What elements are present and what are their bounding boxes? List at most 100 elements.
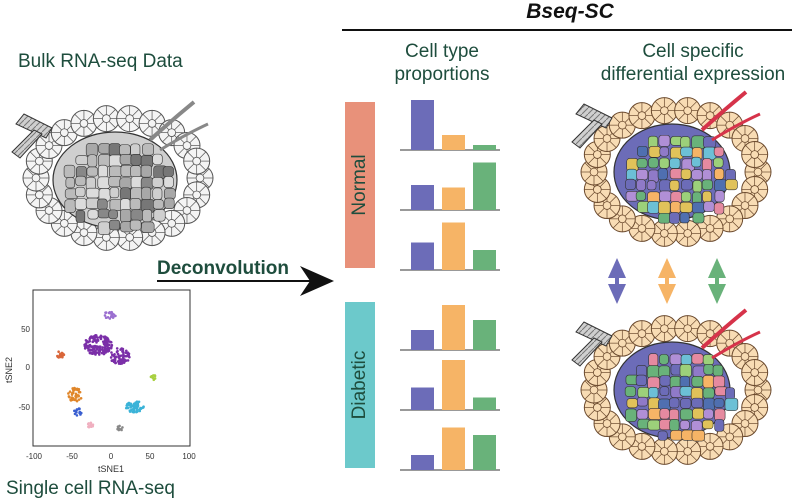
tsne-point	[87, 340, 91, 343]
islet-cell	[658, 201, 671, 215]
islet-cell	[680, 354, 692, 366]
islet-cell	[679, 201, 693, 213]
tsne-point	[117, 356, 121, 360]
arrow-shaft	[615, 278, 619, 284]
islet-cell	[130, 165, 142, 178]
islet-cell	[712, 375, 726, 388]
vessel-line	[159, 122, 209, 152]
blood-vessel	[148, 100, 209, 152]
acinus-core	[602, 352, 612, 361]
tsne-point	[75, 414, 79, 417]
islet-cell	[163, 188, 176, 200]
proportion-bar	[473, 320, 496, 350]
islet-cell	[63, 164, 76, 178]
islet-cell	[702, 387, 715, 399]
single-cell-label: Single cell RNA-seq	[6, 478, 175, 499]
tsne-point	[71, 387, 75, 391]
acinus-core	[125, 114, 134, 123]
tsne-point	[69, 399, 73, 402]
tsne-point	[109, 346, 113, 350]
islet-cell	[141, 221, 155, 233]
csde-label-line2: differential expression	[600, 64, 786, 85]
islet-cell	[714, 419, 725, 432]
islet-cell	[97, 164, 108, 179]
acinus-core	[35, 156, 44, 166]
tsne-point	[119, 354, 123, 357]
islet-cell	[153, 209, 166, 222]
islet-cell	[109, 219, 121, 231]
tsne-point	[101, 346, 105, 349]
islet-cell	[681, 179, 693, 191]
islet-cell	[691, 135, 705, 150]
tsne-point	[91, 340, 95, 344]
acinus-core	[705, 111, 715, 120]
duct-branch	[571, 337, 603, 367]
tsne-point	[121, 356, 125, 359]
islet-cell	[97, 176, 111, 189]
tsne-point	[153, 377, 157, 380]
acinus-core	[725, 214, 734, 224]
proportion-bar	[411, 242, 434, 270]
islet-cell	[702, 375, 715, 389]
acinus-core	[750, 403, 759, 412]
acinus-core	[31, 173, 41, 183]
islet-cell	[692, 212, 705, 224]
duct-body	[575, 321, 613, 347]
deconvolution-label: Deconvolution	[157, 258, 289, 279]
double-arrow	[658, 258, 676, 304]
cell-type-proportions-label: Cell type proportions	[384, 40, 500, 86]
islet-cell	[659, 179, 672, 192]
islet-cell	[636, 158, 648, 169]
tsne-point	[117, 428, 121, 432]
tsne-point	[137, 400, 141, 404]
acinus-core	[705, 442, 715, 451]
islet-cell	[75, 186, 86, 198]
islet-cell	[97, 198, 108, 211]
acinus-core	[618, 432, 627, 442]
tsne-point	[104, 316, 108, 320]
tsne-point	[77, 398, 81, 401]
tsne-xtick: 50	[146, 452, 155, 461]
tsne-point	[110, 343, 114, 347]
acinus-core	[593, 368, 602, 377]
islet-cell	[64, 199, 76, 213]
tsne-point	[132, 410, 136, 414]
vessel-line	[711, 330, 761, 360]
proportion-bar	[473, 145, 496, 150]
islet-cell	[679, 420, 690, 430]
acinus-core	[618, 214, 627, 224]
tsne-point	[115, 355, 118, 359]
islet-cell	[659, 157, 670, 169]
acinus-core	[35, 190, 44, 200]
tsne-point	[138, 408, 141, 411]
tsne-point	[119, 358, 122, 361]
acinus-core	[740, 419, 750, 428]
islet-cell	[647, 201, 661, 214]
tsne-point	[117, 354, 121, 358]
duct	[571, 103, 613, 149]
tsne-point	[61, 355, 64, 359]
islet-cell	[625, 178, 636, 190]
islet-cell	[702, 190, 712, 203]
tsne-point	[67, 392, 70, 395]
islet-cell	[129, 198, 142, 211]
arrow-head-down	[608, 284, 626, 304]
acinus-flower	[628, 102, 656, 130]
islet-cell	[637, 396, 648, 407]
islet-cell	[701, 179, 713, 191]
islet-cell	[624, 386, 636, 397]
proportion-bar	[442, 222, 465, 270]
islet-cell	[130, 154, 142, 166]
tsne-point	[88, 337, 91, 341]
tsne-point	[108, 340, 112, 343]
islet-cell	[691, 156, 702, 168]
acinus-core	[593, 185, 602, 194]
duct-body	[15, 113, 53, 139]
islet-cell	[659, 190, 672, 202]
proportion-bar	[442, 360, 465, 410]
islet-cell	[119, 177, 133, 190]
islet-cell	[691, 430, 705, 442]
acinus-core	[79, 228, 89, 237]
tsne-point	[67, 395, 71, 398]
